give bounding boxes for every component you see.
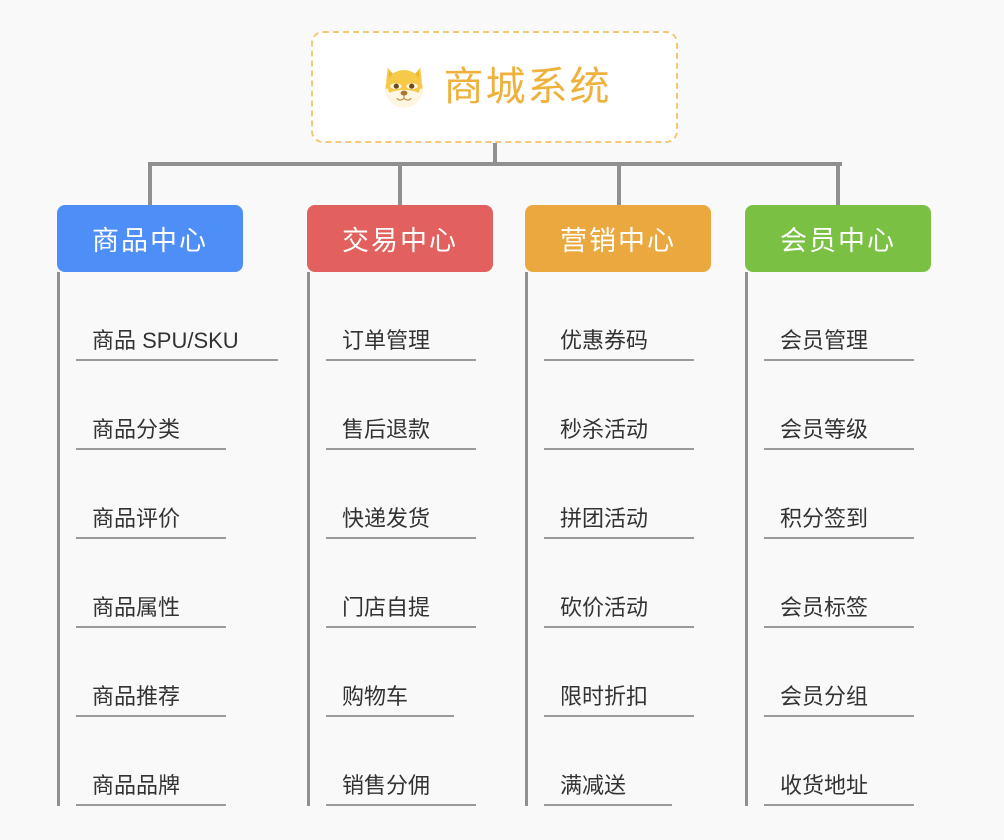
list-item-label: 快递发货 (342, 505, 431, 531)
connector-stem (493, 143, 497, 165)
list-item[interactable]: 商品 SPU/SKU (76, 272, 278, 361)
list-item[interactable]: 商品评价 (76, 450, 247, 539)
branch-column-0: 商品中心商品 SPU/SKU 商品分类商品评价商品属性商品推荐商品品牌 (57, 205, 278, 806)
list-item-label: 商品品牌 (92, 772, 181, 798)
category-label: 交易中心 (342, 226, 458, 256)
list-item-label: 售后退款 (342, 416, 431, 442)
connector-drop-2 (398, 162, 402, 206)
list-item-underline (76, 715, 226, 717)
list-item-underline (764, 537, 914, 539)
list-item-label: 积分签到 (780, 505, 869, 531)
category-item-list-0: 商品 SPU/SKU 商品分类商品评价商品属性商品推荐商品品牌 (57, 272, 278, 806)
list-item-underline (764, 804, 914, 806)
list-item-underline (76, 448, 226, 450)
list-item-underline (764, 715, 914, 717)
list-item-underline (76, 804, 226, 806)
list-item-underline (326, 537, 476, 539)
connector-horizontal-bar (148, 162, 842, 166)
branch-column-2: 营销中心优惠券码秒杀活动拼团活动砍价活动限时折扣满减送 (525, 205, 715, 806)
list-item[interactable]: 限时折扣 (544, 628, 715, 717)
branch-column-1: 交易中心订单管理售后退款快递发货门店自提购物车销售分佣 (307, 205, 497, 806)
root-node-content: 商城系统 (378, 61, 612, 113)
list-item[interactable]: 会员分组 (764, 628, 935, 717)
list-item-label: 会员分组 (780, 683, 869, 709)
category-item-list-2: 优惠券码秒杀活动拼团活动砍价活动限时折扣满减送 (525, 272, 715, 806)
category-box-0[interactable]: 商品中心 (57, 205, 243, 272)
list-item-label: 秒杀活动 (560, 416, 649, 442)
list-item-underline (326, 626, 476, 628)
list-item-label: 门店自提 (342, 594, 431, 620)
category-box-1[interactable]: 交易中心 (307, 205, 493, 272)
list-item-underline (326, 448, 476, 450)
list-item-underline (326, 804, 476, 806)
list-item-label: 会员管理 (780, 327, 869, 353)
list-item[interactable]: 砍价活动 (544, 539, 715, 628)
list-item-underline (544, 626, 694, 628)
list-item[interactable]: 商品推荐 (76, 628, 247, 717)
branch-column-3: 会员中心会员管理会员等级积分签到会员标签会员分组收货地址 (745, 205, 935, 806)
list-item-underline (544, 359, 694, 361)
list-item-label: 满减送 (560, 772, 627, 798)
category-label: 营销中心 (560, 226, 676, 256)
list-item-underline (764, 448, 914, 450)
list-item[interactable]: 订单管理 (326, 272, 497, 361)
list-item-label: 商品属性 (92, 594, 181, 620)
list-item-label: 商品评价 (92, 505, 181, 531)
list-item[interactable]: 会员等级 (764, 361, 935, 450)
list-item-label: 砍价活动 (560, 594, 649, 620)
list-item-underline (764, 359, 914, 361)
list-item[interactable]: 购物车 (326, 628, 497, 717)
list-item[interactable]: 拼团活动 (544, 450, 715, 539)
category-label: 会员中心 (780, 226, 896, 256)
category-box-3[interactable]: 会员中心 (745, 205, 931, 272)
list-item[interactable]: 满减送 (544, 717, 715, 806)
list-item[interactable]: 积分签到 (764, 450, 935, 539)
list-item-label: 优惠券码 (560, 327, 649, 353)
list-item[interactable]: 商品属性 (76, 539, 247, 628)
shiba-dog-icon (378, 61, 430, 113)
list-item[interactable]: 门店自提 (326, 539, 497, 628)
list-item[interactable]: 秒杀活动 (544, 361, 715, 450)
list-item-underline (76, 359, 278, 361)
list-item[interactable]: 商品品牌 (76, 717, 247, 806)
list-item-label: 会员等级 (780, 416, 869, 442)
list-item-label: 拼团活动 (560, 505, 649, 531)
connector-drop-4 (836, 162, 840, 206)
list-item[interactable]: 会员管理 (764, 272, 935, 361)
list-item[interactable]: 优惠券码 (544, 272, 715, 361)
list-item-label: 销售分佣 (342, 772, 431, 798)
list-item-label: 商品 SPU/SKU (92, 327, 239, 353)
list-item[interactable]: 销售分佣 (326, 717, 497, 806)
category-label: 商品中心 (92, 226, 208, 256)
list-item[interactable]: 快递发货 (326, 450, 497, 539)
list-item-underline (544, 804, 672, 806)
list-item-label: 商品推荐 (92, 683, 181, 709)
list-item[interactable]: 商品分类 (76, 361, 247, 450)
list-item[interactable]: 收货地址 (764, 717, 935, 806)
list-item[interactable]: 会员标签 (764, 539, 935, 628)
list-item-label: 购物车 (342, 683, 409, 709)
list-item-label: 订单管理 (342, 327, 431, 353)
list-item-underline (544, 537, 694, 539)
category-item-list-1: 订单管理售后退款快递发货门店自提购物车销售分佣 (307, 272, 497, 806)
list-item-label: 商品分类 (92, 416, 181, 442)
list-item-label: 限时折扣 (560, 683, 649, 709)
category-item-list-3: 会员管理会员等级积分签到会员标签会员分组收货地址 (745, 272, 935, 806)
category-box-2[interactable]: 营销中心 (525, 205, 711, 272)
list-item-underline (326, 715, 454, 717)
list-item-underline (544, 448, 694, 450)
list-item-underline (544, 715, 694, 717)
list-item-underline (764, 626, 914, 628)
list-item-underline (76, 537, 226, 539)
list-item-label: 会员标签 (780, 594, 869, 620)
list-item-underline (326, 359, 476, 361)
root-node-mall-system[interactable]: 商城系统 (311, 31, 678, 143)
list-item-underline (76, 626, 226, 628)
root-node-title: 商城系统 (443, 65, 612, 109)
connector-drop-1 (148, 162, 152, 206)
connector-drop-3 (617, 162, 621, 206)
list-item[interactable]: 售后退款 (326, 361, 497, 450)
list-item-label: 收货地址 (780, 772, 869, 798)
